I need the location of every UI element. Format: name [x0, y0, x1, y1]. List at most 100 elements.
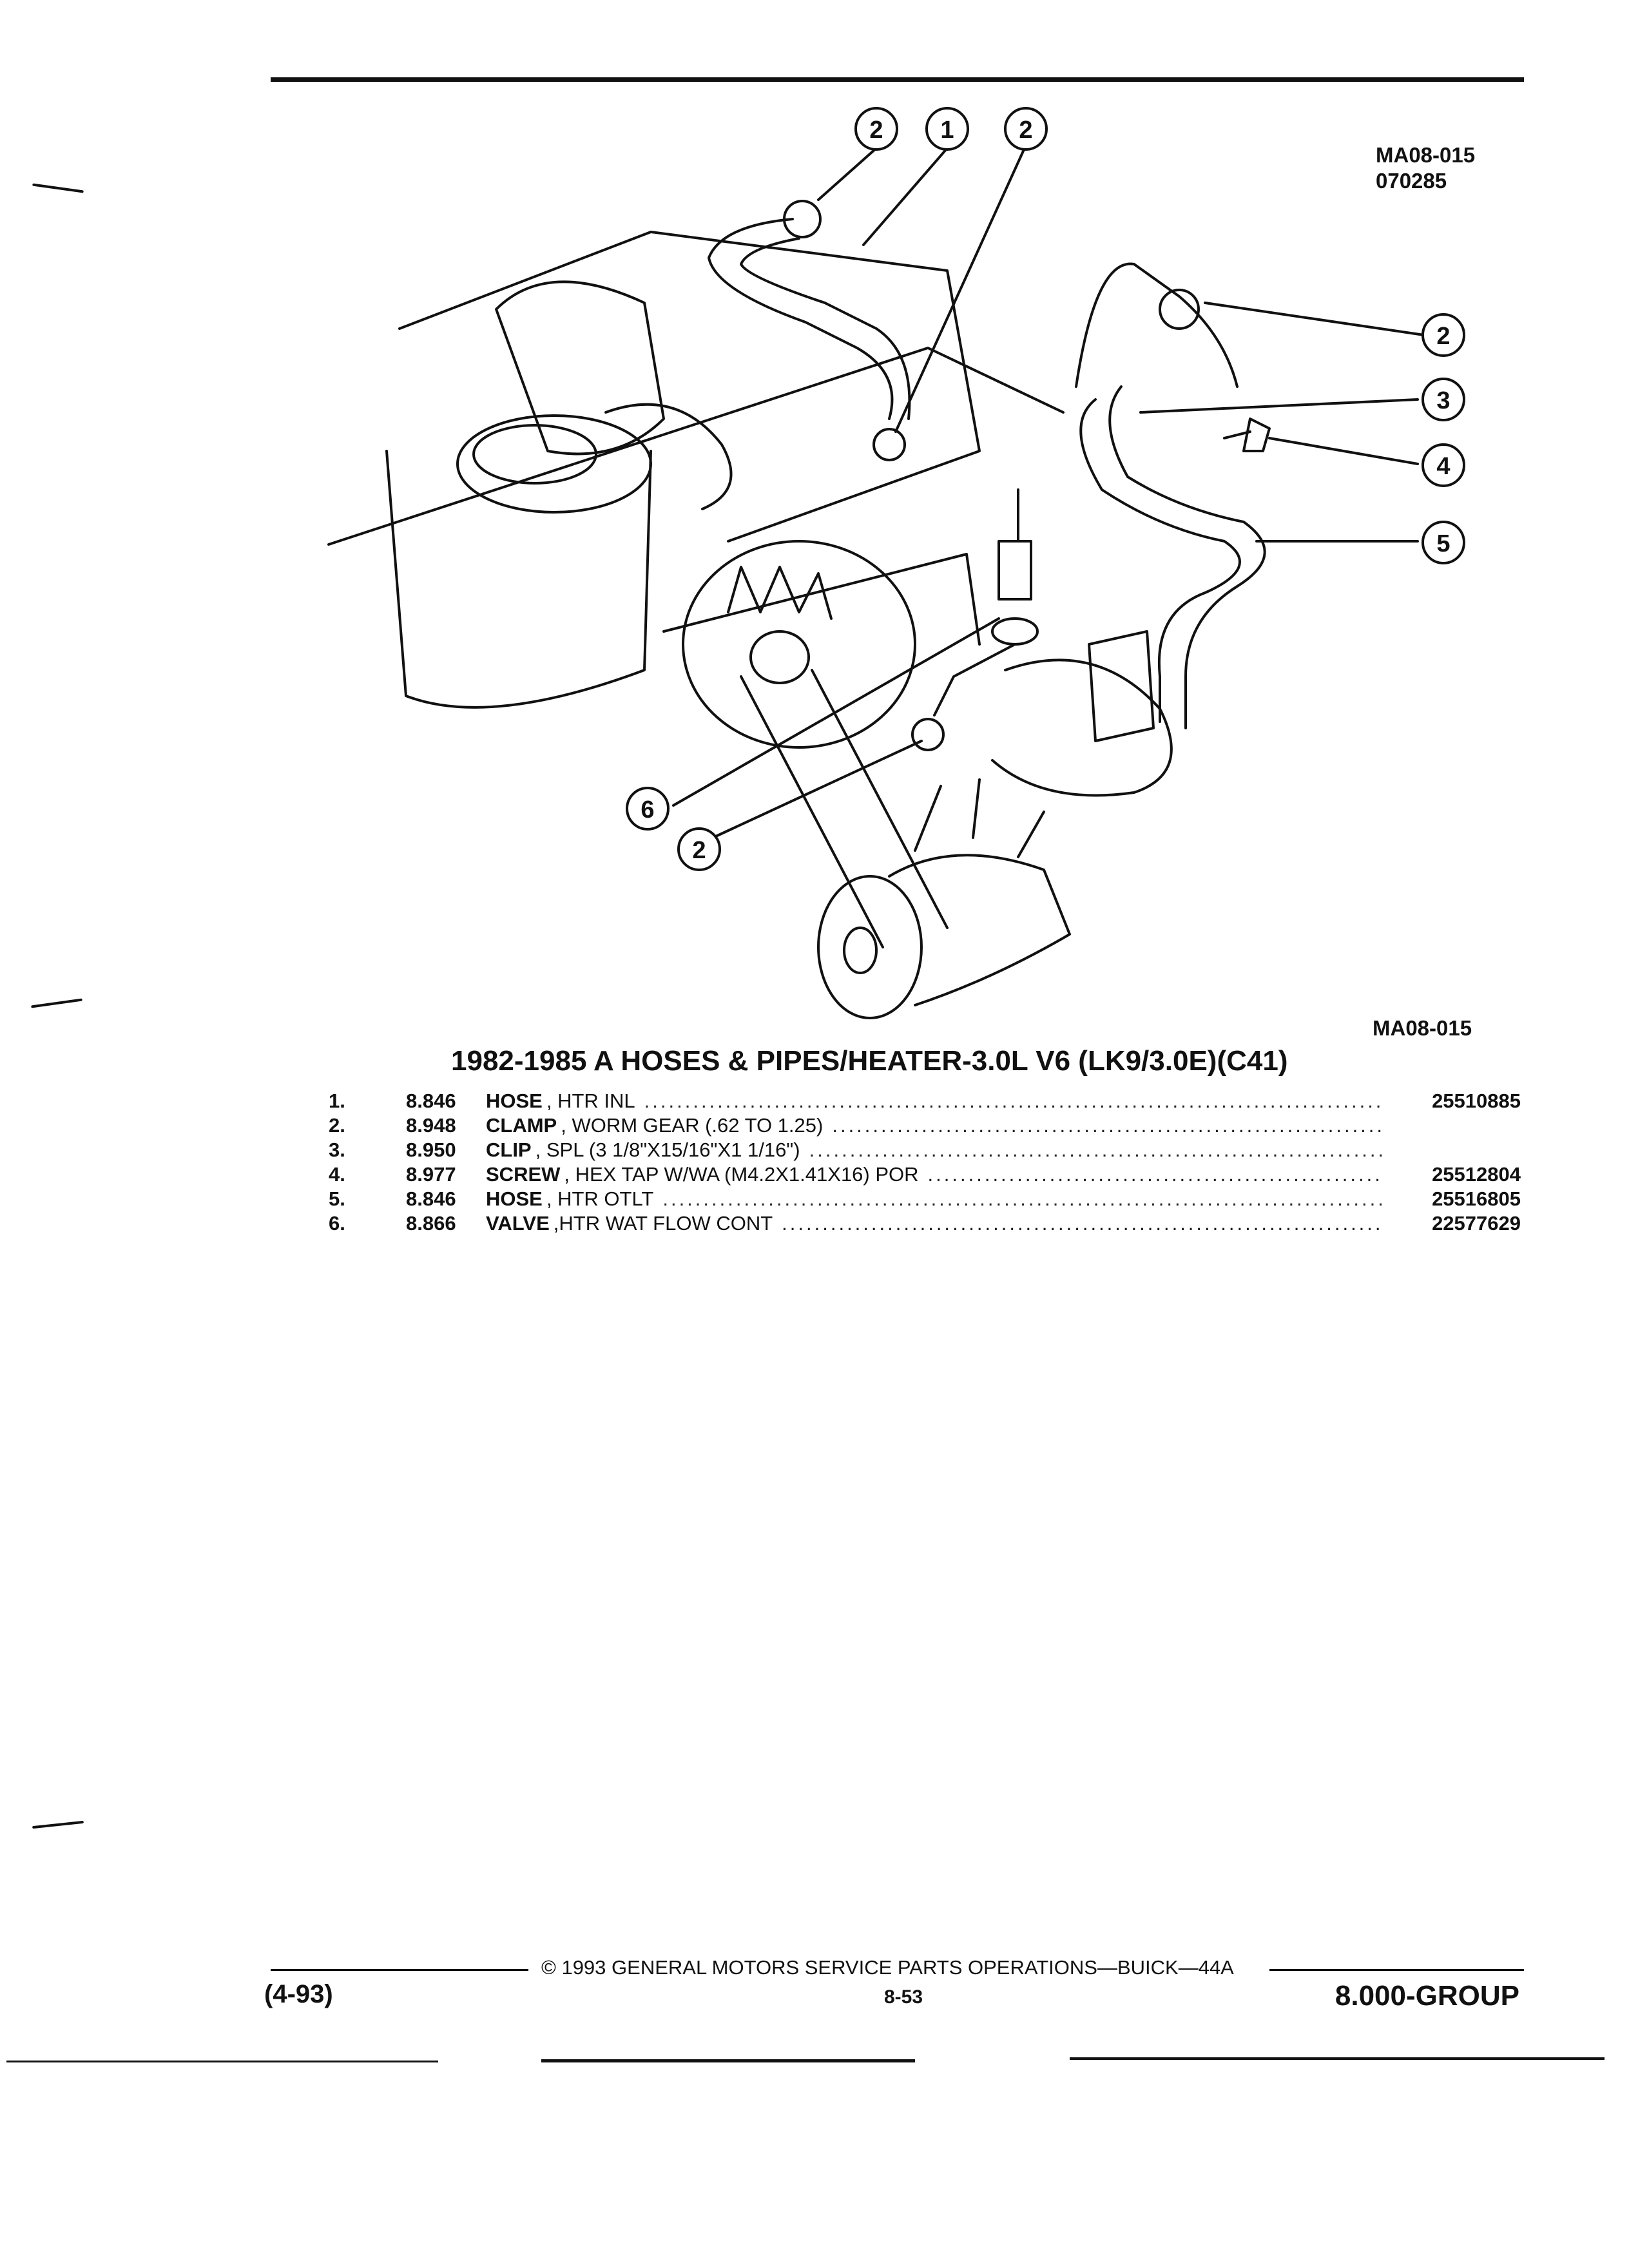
part-description: ,HTR WAT FLOW CONT: [553, 1212, 773, 1235]
leader-2a: [817, 147, 878, 201]
leader-1: [862, 147, 949, 246]
part-group-number: 8.977: [406, 1163, 456, 1186]
part-name: CLAMP: [486, 1114, 557, 1137]
illustration-id: MA08-015: [1376, 143, 1476, 167]
clamp-mid: [872, 428, 906, 461]
intake-snout: [604, 403, 733, 510]
bottom-rule-3: [1070, 2057, 1605, 2060]
bottom-rule-1: [6, 2061, 438, 2062]
leader-3: [1139, 398, 1419, 414]
water-pump-body: [888, 854, 1071, 1006]
part-number: 25516805: [1432, 1187, 1521, 1210]
part-item-number: 1.: [329, 1090, 345, 1112]
callout-5: 5: [1422, 521, 1465, 564]
top-rule: [271, 77, 1524, 82]
part-number: 25510885: [1432, 1090, 1521, 1112]
part-item-number: 3.: [329, 1139, 345, 1161]
clamp-top-right: [1159, 289, 1200, 330]
flow-valve-pipe: [933, 488, 1019, 716]
part-item-number: 5.: [329, 1187, 345, 1210]
part-group-number: 8.846: [406, 1187, 456, 1210]
air-cleaner-cap-inner: [472, 424, 597, 485]
leader-2c: [1204, 302, 1425, 336]
footer-revision: (4-93): [264, 1980, 333, 2008]
callout-6: 6: [626, 787, 670, 831]
alternator-body: [682, 540, 916, 749]
heater-hose-diagram: 2 1 2 2 3 4 5 6: [327, 107, 1465, 1019]
part-name: HOSE: [486, 1090, 543, 1112]
callout-2-bottom: 2: [677, 827, 721, 871]
part-item-number: 6.: [329, 1212, 345, 1235]
clamp-top-left: [783, 200, 822, 238]
callout-3: 3: [1422, 378, 1465, 421]
svg-text:2: 2: [1436, 323, 1450, 350]
part-name: VALVE: [486, 1212, 550, 1235]
part-number: 25512804: [1432, 1163, 1521, 1186]
callout-4: 4: [1422, 443, 1465, 487]
callout-1: 1: [925, 107, 969, 151]
callout-2-top-right: 2: [1004, 107, 1048, 151]
svg-text:2: 2: [692, 837, 706, 864]
leader-6: [672, 617, 1000, 807]
margin-mark-3: [32, 1820, 84, 1829]
engine-body-outline: [398, 231, 981, 543]
leader-2b: [894, 147, 1026, 433]
svg-text:2: 2: [869, 117, 883, 144]
diagram-caption: MA08-015: [1373, 1016, 1472, 1040]
part-item-number: 4.: [329, 1163, 345, 1186]
part-group-number: 8.950: [406, 1139, 456, 1161]
part-group-number: 8.948: [406, 1114, 456, 1137]
heater-core-box: [1088, 630, 1155, 742]
alternator-pulley: [749, 630, 810, 684]
date-code: 070285: [1376, 169, 1447, 193]
svg-text:2: 2: [1019, 117, 1032, 144]
heater-hose-outlet: [1079, 398, 1241, 723]
parts-row: 1. 8.846 HOSE, HTR INL 25510885: [329, 1089, 1521, 1113]
part-name: SCREW: [486, 1163, 561, 1186]
parts-row: 4. 8.977 SCREW, HEX TAP W/WA (M4.2X1.41X16…: [329, 1162, 1521, 1187]
heater-case: [991, 658, 1173, 797]
dot-leader: [928, 1162, 1383, 1187]
engine-top-edge: [327, 347, 1065, 546]
air-cleaner-housing: [495, 280, 665, 456]
part-description: , WORM GEAR (.62 TO 1.25): [561, 1114, 824, 1137]
bottom-rule-2: [541, 2059, 915, 2062]
part-group-number: 8.846: [406, 1090, 456, 1112]
part-description: , SPL (3 1/8"X15/16"X1 1/16"): [535, 1139, 800, 1161]
dot-leader: [809, 1138, 1383, 1162]
flow-valve-body: [998, 540, 1032, 601]
svg-text:5: 5: [1436, 530, 1450, 557]
parts-row: 2. 8.948 CLAMP, WORM GEAR (.62 TO 1.25): [329, 1113, 1521, 1138]
svg-text:6: 6: [641, 796, 654, 823]
alternator-fins: [727, 566, 833, 620]
leader-4: [1268, 437, 1419, 465]
part-description: , HEX TAP W/WA (M4.2X1.41X16) POR: [564, 1163, 919, 1186]
footer-copyright: © 1993 GENERAL MOTORS SERVICE PARTS OPER…: [541, 1956, 1234, 1979]
part-name: HOSE: [486, 1187, 543, 1210]
svg-text:4: 4: [1436, 453, 1450, 480]
footer-rule-right: [1269, 1969, 1524, 1971]
part-item-number: 2.: [329, 1114, 345, 1137]
air-cleaner-cap: [456, 414, 652, 514]
svg-text:3: 3: [1436, 387, 1450, 414]
dot-leader: [662, 1187, 1383, 1211]
callout-2-right: 2: [1422, 313, 1465, 357]
callout-2-top-left: 2: [854, 107, 898, 151]
heater-hose-outlet-2: [1108, 385, 1266, 729]
parts-list-title: 1982-1985 A HOSES & PIPES/HEATER-3.0L V6…: [451, 1045, 1288, 1077]
flow-valve-nut: [991, 617, 1039, 646]
heater-hose-inlet-2: [740, 237, 911, 420]
dot-leader: [644, 1089, 1383, 1113]
svg-text:1: 1: [940, 117, 954, 144]
water-pump-hub: [843, 927, 878, 974]
heater-hose-upper-loop: [1075, 262, 1239, 388]
part-name: CLIP: [486, 1139, 532, 1161]
drive-belt: [740, 669, 949, 948]
footer-page-number: 8-53: [884, 1986, 923, 2008]
water-pump-pulley: [817, 875, 923, 1019]
part-description: , HTR INL: [546, 1090, 635, 1112]
dot-leader: [782, 1211, 1383, 1236]
part-number: 22577629: [1432, 1212, 1521, 1235]
